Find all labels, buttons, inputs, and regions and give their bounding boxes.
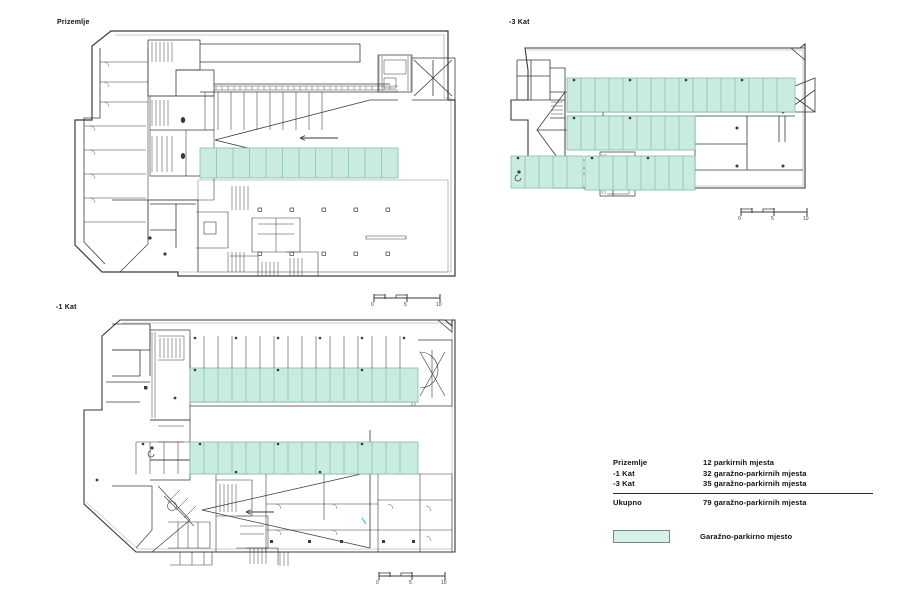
svg-text:0: 0 <box>371 302 374 307</box>
stall-row-minus3-top <box>566 77 796 113</box>
plan-title-minus3: -3 Kat <box>509 19 530 26</box>
scalebar-minus1: 0 5 10 <box>376 572 447 585</box>
stall-row-minus1-bottom <box>189 441 419 475</box>
summary-label-prizemlje: Prizemlje <box>613 458 648 467</box>
traffic-arrow-minus1 <box>245 509 274 515</box>
parking-total-table: Ukupno 79 garažno-parkirnih mjesta <box>613 498 873 509</box>
table-row-total: Ukupno 79 garažno-parkirnih mjesta <box>613 498 873 509</box>
summary-divider <box>613 492 873 494</box>
plan-symbols-ground <box>148 117 186 256</box>
stall-markers-minus3 <box>516 78 744 160</box>
highlight-mark-minus1 <box>361 517 367 525</box>
plan-title-prizemlje: Prizemlje <box>57 19 90 26</box>
stall-markers-minus1 <box>141 336 406 474</box>
table-row: -1 Kat 32 garažno-parkirnih mjesta <box>613 469 873 480</box>
stall-row-minus1-upper-open <box>189 336 401 368</box>
stall-row-minus3-bottom <box>510 155 696 191</box>
plan-drawing-prizemlje <box>74 30 456 277</box>
plan-drawing-minus1 <box>83 319 456 566</box>
accessible-stall-icon-minus3 <box>514 170 522 182</box>
summary-value-minus1: 32 garažno-parkirnih mjesta <box>703 468 807 478</box>
traffic-arrow-ground <box>299 135 338 141</box>
legend-panel: Prizemlje 12 parkirnih mjesta -1 Kat 32 … <box>613 458 873 544</box>
legend-key-row: Garažno-parkirno mjesto <box>613 530 873 544</box>
stall-row-ground <box>199 147 399 179</box>
plan-minus3: -3 Kat <box>495 0 915 240</box>
svg-text:10: 10 <box>441 580 447 585</box>
svg-text:10: 10 <box>803 216 809 221</box>
stall-row-minus1-bottom-open <box>135 441 190 474</box>
svg-text:5: 5 <box>404 302 407 307</box>
summary-label-minus3: -3 Kat <box>613 479 635 489</box>
table-row: -3 Kat 35 garažno-parkirnih mjesta <box>613 479 873 490</box>
scalebar-prizemlje: 0 5 10 <box>371 294 442 307</box>
plan-minus1: -1 Kat <box>40 290 480 585</box>
svg-text:10: 10 <box>436 302 442 307</box>
accessible-stall-icon-minus1 <box>147 446 155 458</box>
summary-label-minus1: -1 Kat <box>613 468 635 478</box>
table-row: Prizemlje 12 parkirnih mjesta <box>613 458 873 469</box>
plan-drawing-minus3 <box>510 42 816 197</box>
summary-value-prizemlje: 12 parkirnih mjesta <box>703 458 775 467</box>
svg-text:0: 0 <box>376 580 379 585</box>
summary-label-total: Ukupno <box>613 497 642 507</box>
scalebar-minus3: 0 5 10 <box>738 208 809 221</box>
stall-row-minus3-middle <box>566 115 696 151</box>
summary-value-total: 79 garažno-parkirnih mjesta <box>703 497 807 507</box>
plan-prizemlje: Prizemlje <box>0 0 470 307</box>
svg-text:0: 0 <box>738 216 741 221</box>
summary-value-minus3: 35 garažno-parkirnih mjesta <box>703 479 807 489</box>
parking-summary-table: Prizemlje 12 parkirnih mjesta -1 Kat 32 … <box>613 458 873 490</box>
legend-swatch-parking-stall <box>613 530 670 544</box>
svg-text:5: 5 <box>409 580 412 585</box>
svg-text:5: 5 <box>771 216 774 221</box>
legend-swatch-label: Garažno-parkirno mjesto <box>700 532 793 542</box>
plan-title-minus1: -1 Kat <box>56 304 77 311</box>
stall-row-minus1-top <box>189 367 419 403</box>
